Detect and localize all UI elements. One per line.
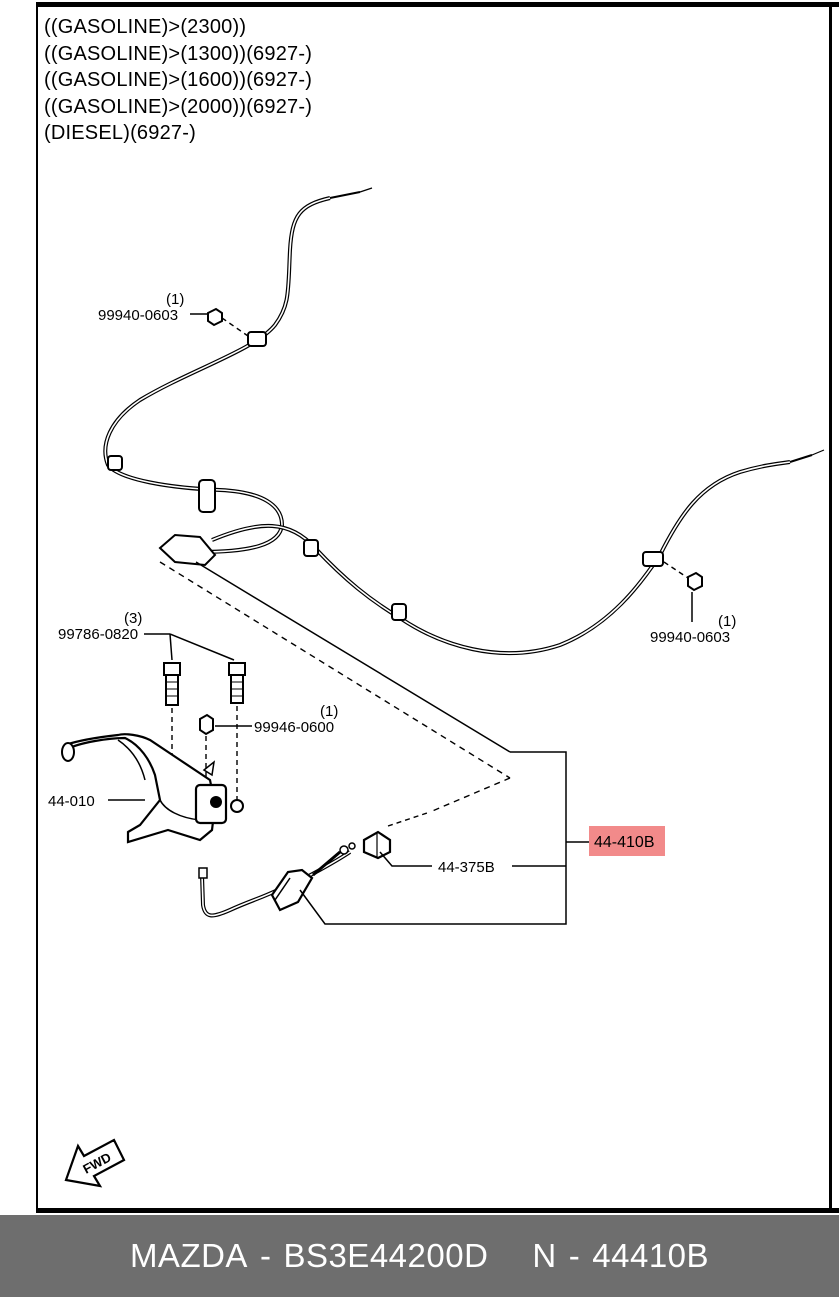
parking-brake-cable-diagram: (1) 99940-0603 (1) 99940-0603 (3) 99786-… [48, 187, 825, 1188]
nut-upper [207, 307, 223, 327]
cable-end-left [329, 191, 361, 199]
footer-n-label: N [532, 1237, 557, 1274]
parking-brake-lever [61, 733, 244, 844]
nut-right [687, 571, 703, 592]
adjuster-nut [362, 830, 392, 860]
cable-end-right [789, 454, 813, 463]
footer-bar: MAZDA - BS3E44200D N - 44410B [0, 1215, 839, 1297]
applicability-line: ((GASOLINE)>(1600))(6927-) [44, 69, 313, 91]
footer-brand: MAZDA [129, 1237, 248, 1274]
nut-lever-qty: (1) [320, 703, 338, 720]
frame-left-border [36, 2, 38, 1213]
bolt-left [163, 662, 181, 706]
applicability-line: ((GASOLINE)>(1300))(6927-) [44, 42, 313, 65]
cable-bracket [198, 479, 216, 513]
bolt-right [228, 662, 246, 704]
applicability-line: ((GASOLINE)>(2300)) [44, 16, 247, 38]
equalizer-plate [158, 533, 217, 567]
nut-upper-part: 99940-0603 [98, 307, 178, 324]
rear-cable-left [103, 196, 331, 554]
bolt-qty: (3) [124, 610, 142, 627]
applicability-list: ((GASOLINE)>(2300)) ((GASOLINE)>(1300))(… [44, 14, 312, 147]
cable-clip [391, 603, 407, 621]
bolt-part: 99786-0820 [58, 626, 138, 643]
footer-n-separator: - [568, 1237, 581, 1274]
frame-top-border [36, 2, 839, 7]
nut-right-part: 99940-0603 [650, 629, 730, 646]
front-cable-part[interactable]: 44-410B [594, 834, 655, 851]
cable-clip [247, 331, 267, 347]
nut-upper-qty: (1) [166, 291, 184, 308]
cable-clip [303, 539, 319, 557]
cable-clip [642, 551, 664, 567]
nut-right-qty: (1) [718, 613, 736, 630]
footer-part-number: BS3E44200D [283, 1237, 489, 1274]
frame-right-border [829, 2, 832, 1213]
frame-bottom-border [36, 1208, 839, 1213]
fwd-arrow-icon: FWD [64, 1138, 126, 1188]
nut-lever-part: 99946-0600 [254, 719, 334, 736]
highlight-box [589, 826, 665, 856]
footer-separator: - [259, 1237, 272, 1274]
applicability-line: ((GASOLINE)>(2000))(6927-) [44, 95, 313, 118]
nut-lever [199, 713, 214, 736]
footer-n-number: 44410B [592, 1237, 710, 1274]
adjuster-part: 44-375B [438, 859, 495, 876]
cable-clip [107, 455, 123, 471]
front-cable-housing [270, 868, 314, 912]
lever-part: 44-010 [48, 793, 95, 810]
applicability-line: (DIESEL)(6927-) [44, 122, 196, 144]
